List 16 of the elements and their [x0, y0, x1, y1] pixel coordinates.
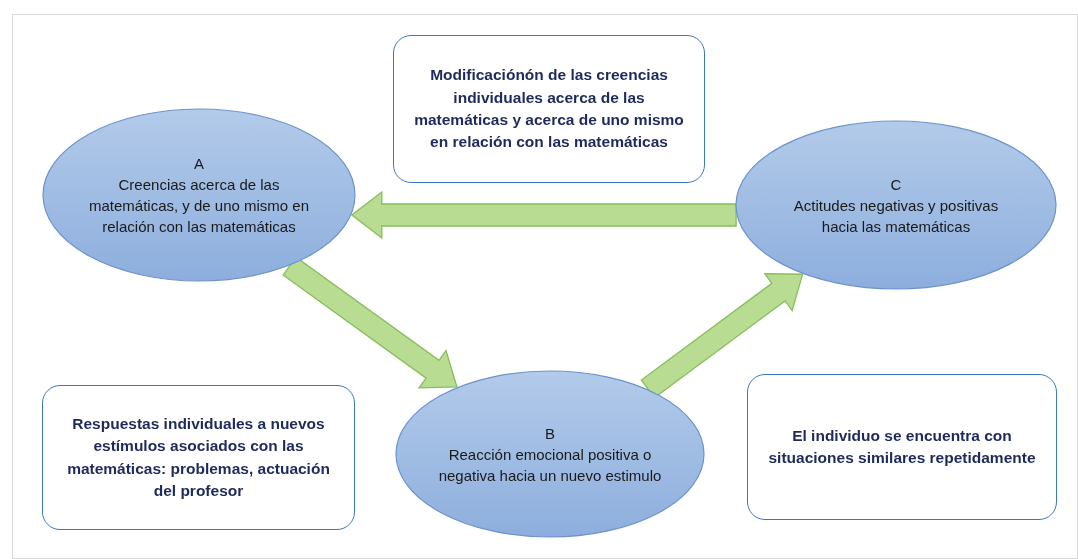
- node-text: Reacción emocional positiva o negativa hacia un nuevo estimulo: [437, 444, 663, 486]
- ellipse-node: [735, 120, 1057, 290]
- rounded-box: [393, 35, 705, 183]
- ellipse-node: [42, 108, 356, 282]
- block-arrow: [350, 190, 737, 240]
- node-text: Modificaciónón de las creencias individuales acerca de las matemáticas y acerca de uno mismo en relación con las matemáticas: [413, 65, 685, 153]
- node-text: Actitudes negativas y positivas hacia las matemáticas: [792, 195, 1000, 237]
- node-letter: A: [194, 154, 204, 174]
- ellipse-node: [395, 370, 705, 538]
- node-text: Respuestas individuales a nuevos estímulos asociados con las matemáticas: problemas, actuación del profesor: [66, 413, 331, 501]
- rounded-box: [747, 374, 1057, 520]
- node-letter: B: [545, 423, 555, 444]
- node-text: Creencias acerca de las matemáticas, y de uno mismo en relación con las matemáticas: [87, 175, 311, 237]
- node-text: El individuo se encuentra con situaciones similares repetidamente: [767, 425, 1037, 468]
- rounded-box: [42, 385, 355, 530]
- node-letter: C: [890, 174, 902, 195]
